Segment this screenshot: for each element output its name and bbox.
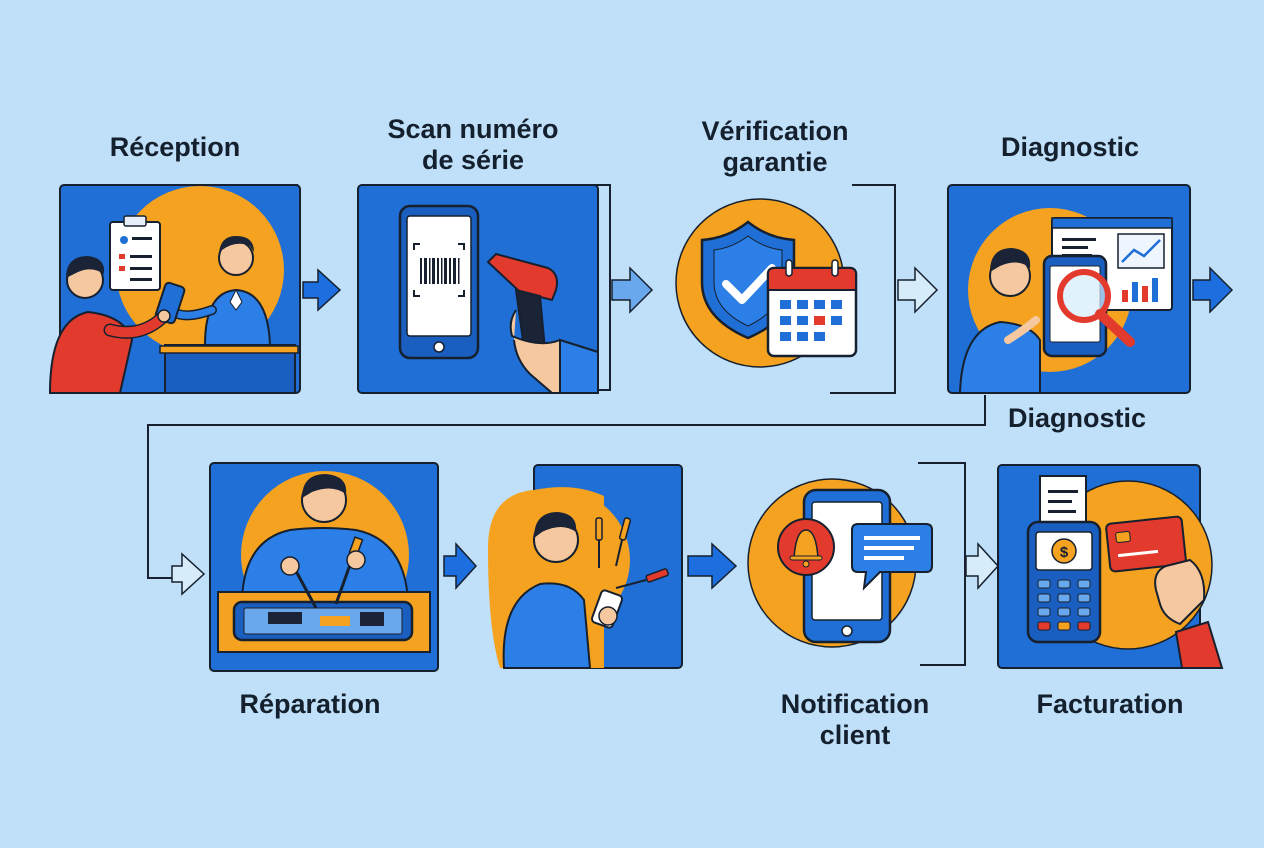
tools-panel <box>488 464 683 669</box>
notification-panel <box>747 478 933 648</box>
step-title-line1: Scan numéro <box>387 114 559 144</box>
svg-text:$: $ <box>1060 544 1069 561</box>
step-label-reception: Réception <box>60 132 290 163</box>
step-title-line1: Notification <box>780 689 930 719</box>
chat-bubble-icon <box>851 523 933 591</box>
step-title: Facturation <box>1036 689 1184 719</box>
calendar-icon <box>766 259 858 358</box>
screwdriver-icon <box>595 517 669 589</box>
arrow-tools-to-notification <box>687 542 738 590</box>
step-title-line1: Vérification <box>701 116 849 146</box>
smartphone-icon <box>232 600 414 642</box>
step-title-line2: client <box>819 720 891 750</box>
bell-icon <box>777 518 835 576</box>
magnifier-icon <box>1057 269 1135 347</box>
diagnostic-panel <box>947 184 1191 394</box>
clipboard-icon <box>109 215 161 291</box>
step-label-repair: Réparation <box>210 689 410 720</box>
arrow-scan-to-warranty <box>611 266 654 314</box>
step-label-billing: Facturation <box>1012 689 1208 720</box>
step-title: Diagnostic <box>1007 403 1147 433</box>
payment-terminal-icon: $ <box>1026 520 1102 644</box>
step-label-diagnostic-second: Diagnostic <box>962 403 1192 434</box>
step-label-scan: Scan numéro de série <box>348 114 598 176</box>
reception-panel <box>48 184 301 394</box>
arrow-reception-to-scan <box>302 268 342 312</box>
step-title-line2: de série <box>421 145 525 175</box>
arrow-diagnostic-out <box>1192 266 1234 314</box>
step-label-notification: Notification client <box>740 689 970 751</box>
step-title-line2: garantie <box>722 147 828 177</box>
step-title: Réparation <box>239 689 381 719</box>
barcode-scanner-icon <box>486 252 599 394</box>
arrow-warranty-to-diagnostic <box>897 266 939 314</box>
arrow-into-repair <box>171 552 206 596</box>
step-label-diagnostic: Diagnostic <box>950 132 1190 163</box>
step-label-warranty: Vérification garantie <box>650 116 900 178</box>
scan-panel <box>357 184 599 394</box>
arrow-repair-to-tools <box>443 542 478 590</box>
warranty-panel <box>675 198 858 368</box>
credit-card-icon <box>1105 515 1187 573</box>
step-title: Diagnostic <box>1000 132 1140 162</box>
billing-panel: $ <box>997 464 1224 669</box>
repair-panel <box>209 462 439 672</box>
step-title: Réception <box>109 132 241 162</box>
arrow-notification-to-billing <box>965 542 1000 590</box>
barcode-icon <box>413 243 465 297</box>
